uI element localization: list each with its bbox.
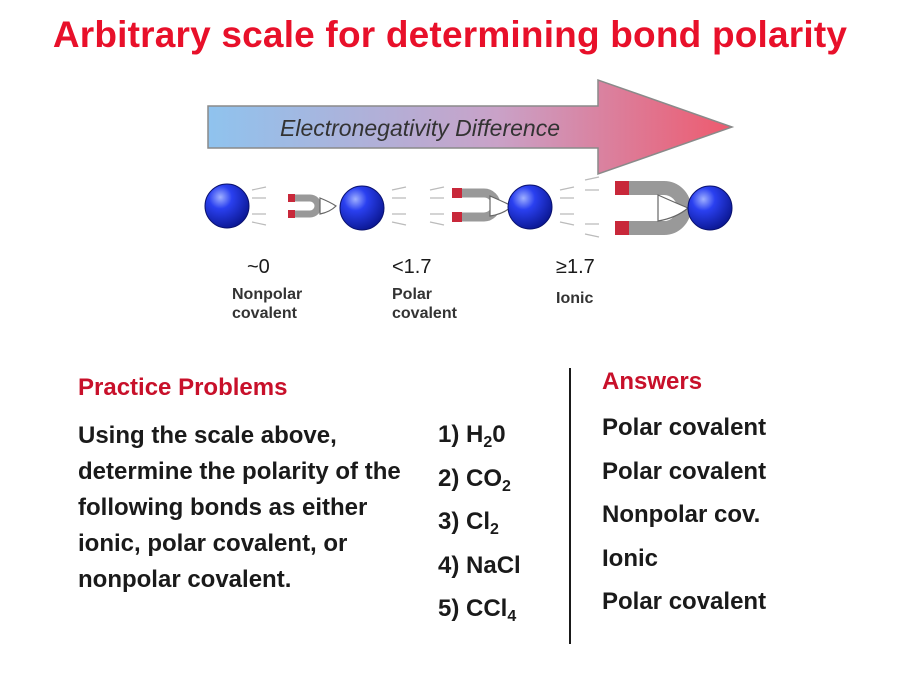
problem-formula: H [466, 421, 484, 448]
stage-name-nonpolar-line1: Nonpolar [232, 286, 303, 303]
stage-ionic-illustration [584, 176, 733, 238]
stage-name-ionic-line1: Ionic [556, 290, 594, 307]
problem-formula: CCl [466, 595, 508, 622]
stage-value-nonpolar: ~0 [247, 256, 270, 278]
medium-magnet-icon [452, 188, 514, 222]
problem-number: 4) [438, 551, 460, 579]
answer-item: Nonpolar cov. [602, 501, 761, 528]
atom-3 [687, 185, 733, 231]
electronegativity-arrow [207, 78, 735, 176]
problem-item: 5) CCl4 [438, 590, 521, 634]
problem-formula: NaCl [466, 551, 521, 579]
practice-instructions: Using the scale above, determine the pol… [78, 422, 401, 593]
column-divider [569, 368, 571, 644]
stage-value-ionic: ≥1.7 [556, 256, 595, 278]
problem-number: 3) [438, 508, 460, 535]
stage-value-polar: <1.7 [392, 256, 432, 278]
stage-polar-illustration [429, 184, 575, 230]
problem-formula: Cl [466, 508, 491, 535]
problem-subscript: 2 [490, 521, 499, 538]
problem-subscript: 2 [483, 434, 493, 451]
problem-formula-rest: 0 [492, 421, 506, 448]
stage-nonpolar-illustration [204, 183, 407, 231]
arrow-label: Electronegativity Difference [280, 115, 560, 141]
problem-number: 5) [438, 595, 460, 622]
answer-item: Polar covalent [602, 414, 767, 441]
problem-subscript: 4 [507, 608, 517, 625]
stage-name-nonpolar: Nonpolar covalent [232, 285, 302, 323]
stage-name-polar-line1: Polar [392, 286, 433, 303]
answer-item: Polar covalent [602, 457, 767, 485]
answer-item: Ionic [602, 544, 659, 572]
problem-item: 3) Cl2 [438, 503, 521, 547]
problem-item: 2) CO2 [438, 460, 521, 504]
problem-formula: CO [466, 464, 503, 492]
answer-item: Polar covalent [602, 588, 767, 615]
answers-heading: Answers [602, 368, 703, 395]
small-magnet-icon [288, 194, 337, 218]
stage-name-polar-line2: covalent [392, 305, 457, 322]
problem-subscript: 2 [502, 477, 511, 495]
atom-right-1 [339, 185, 385, 231]
practice-heading: Practice Problems [78, 374, 288, 401]
problem-number: 1) [438, 421, 460, 448]
atom-left-1 [204, 183, 250, 229]
problem-list: 1) H20 2) CO2 3) Cl2 4) NaCl 5) CCl4 [438, 416, 521, 634]
stage-name-nonpolar-line2: covalent [232, 305, 297, 322]
bond-polarity-scale-diagram: Electronegativity Difference [204, 78, 735, 238]
large-magnet-icon [615, 181, 691, 235]
stage-name-polar: Polar covalent [392, 285, 457, 323]
answer-list: Polar covalent Polar covalent Nonpolar c… [602, 410, 766, 628]
problem-number: 2) [438, 464, 460, 492]
slide-title: Arbitrary scale for determining bond pol… [52, 14, 848, 55]
problem-item: 1) H20 [438, 416, 521, 460]
stage-name-ionic: Ionic [556, 289, 593, 308]
atom-2 [507, 184, 553, 230]
problem-item: 4) NaCl [438, 547, 521, 591]
